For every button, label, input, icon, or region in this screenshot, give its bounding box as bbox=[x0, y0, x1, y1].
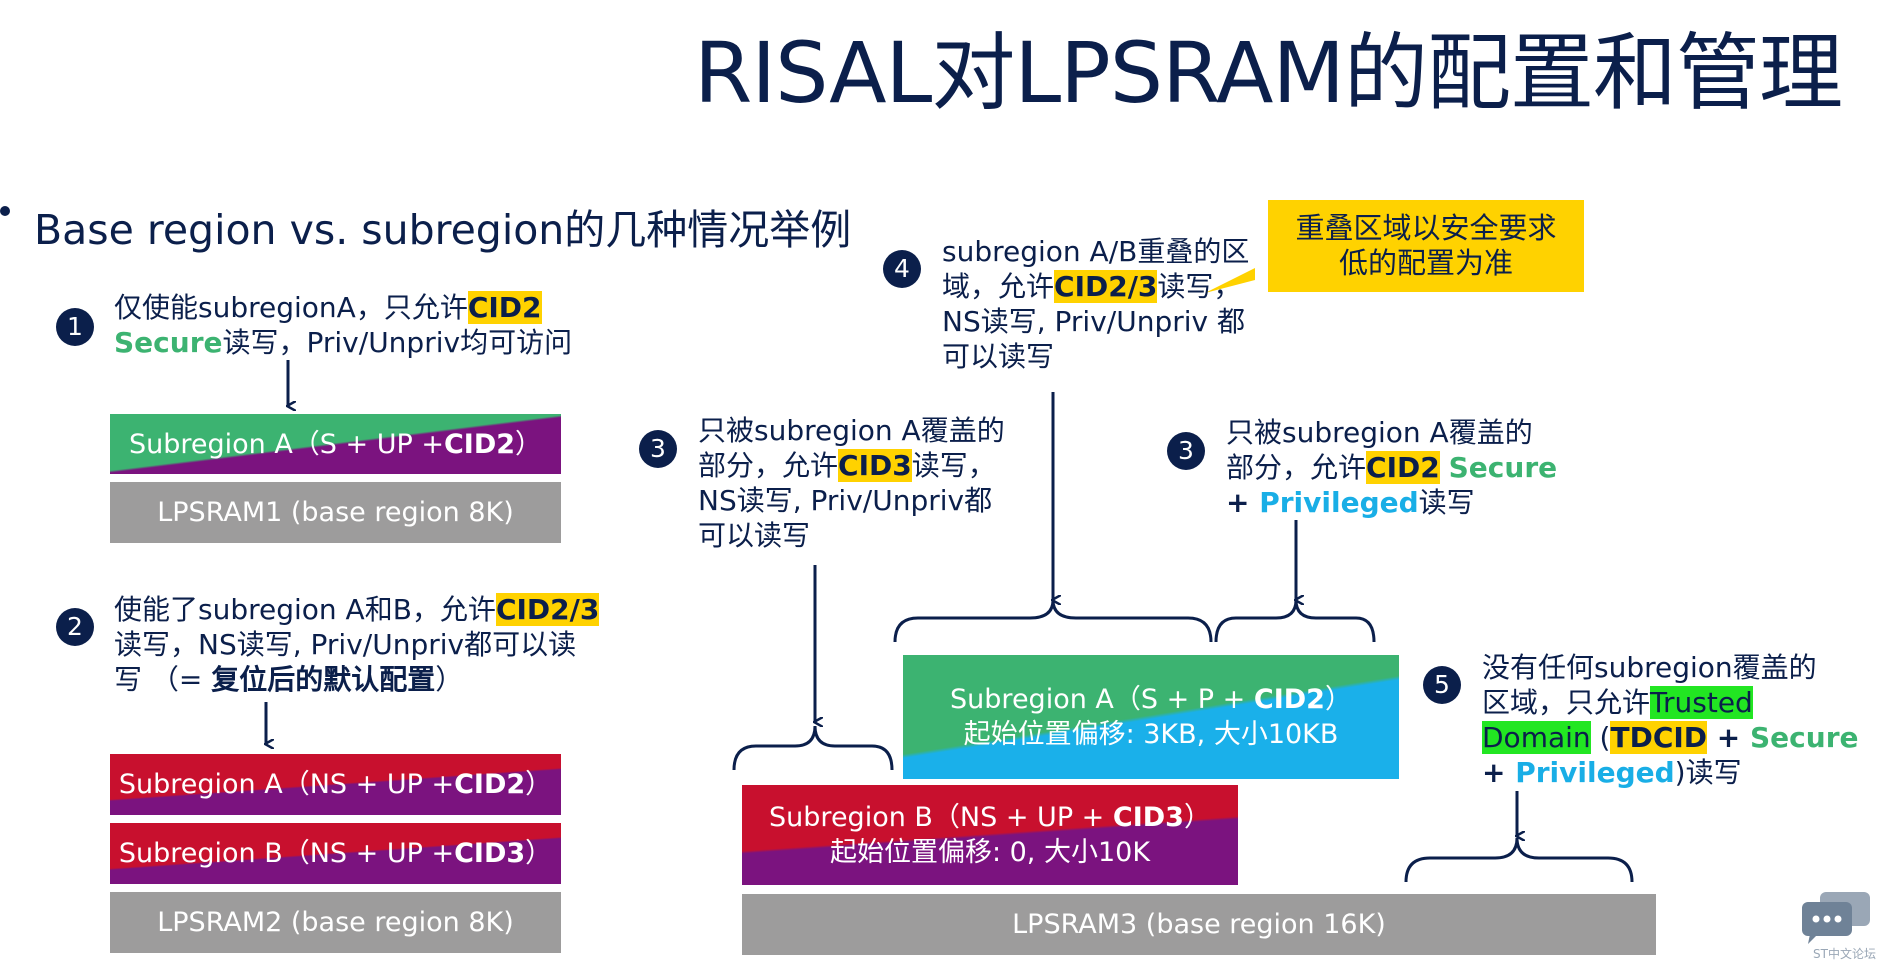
case5-secure: Secure bbox=[1750, 721, 1859, 754]
step-number-3-right: 3 bbox=[1167, 432, 1205, 470]
case3-left-text-4: NS读写, Priv/Unpriv都 bbox=[698, 484, 993, 517]
lpsram3-base-region: LPSRAM3 (base region 16K) bbox=[742, 894, 1656, 955]
lpsram2-subregion-a-cid: CID2 bbox=[454, 769, 526, 800]
bullet-dot bbox=[0, 206, 10, 216]
watermark-text: ST中文论坛 bbox=[1813, 947, 1876, 961]
lpsram1-subregion-a: Subregion A（S + UP + CID2） bbox=[110, 414, 561, 474]
brace-uncovered bbox=[1404, 837, 1634, 883]
case4-text-1: subregion A/B重叠的区 bbox=[942, 235, 1250, 268]
case5-plus-2: + bbox=[1482, 756, 1516, 789]
lpsram2-subregion-a-label: Subregion A（NS + UP + bbox=[118, 769, 455, 800]
case2-text: 使能了subregion A和B，允许 bbox=[114, 593, 496, 626]
brace-overlap bbox=[893, 599, 1213, 643]
case3-right-privileged: Privileged bbox=[1259, 486, 1419, 519]
case3-right-secure: Secure bbox=[1448, 451, 1558, 484]
case5-text-3: )读写 bbox=[1674, 756, 1742, 789]
brace-sub-b-only bbox=[732, 725, 894, 771]
lpsram3-subregion-a: Subregion A（S + P + CID2） 起始位置偏移: 3KB, 大… bbox=[903, 655, 1399, 779]
case5-text-2: 区域，只允许 bbox=[1482, 686, 1651, 719]
lpsram3-subregion-b-offset: 起始位置偏移: 0, 大小10K bbox=[829, 837, 1151, 868]
case5-text-1: 没有任何subregion覆盖的 bbox=[1482, 651, 1817, 684]
step-number-5: 5 bbox=[1423, 666, 1461, 704]
lpsram2-subregion-a: Subregion A（NS + UP + CID2） bbox=[110, 754, 561, 815]
step-number-1: 1 bbox=[56, 308, 94, 346]
case4-cid-highlight: CID2/3 bbox=[1054, 270, 1158, 303]
brace-sub-a-only bbox=[1214, 599, 1376, 643]
case3-right-cid-highlight: CID2 bbox=[1366, 451, 1440, 484]
callout-overlap-rule: 重叠区域以安全要求 低的配置为准 bbox=[1268, 200, 1584, 292]
lpsram1-subregion-a-end: ） bbox=[515, 428, 543, 460]
callout-text-1: 重叠区域以安全要求 bbox=[1295, 211, 1557, 245]
case3-left-text-3: 读写， bbox=[911, 449, 996, 482]
section-subtitle: Base region vs. subregion的几种情况举例 bbox=[34, 206, 852, 254]
lpsram2-subregion-b: Subregion B（NS + UP + CID3） bbox=[110, 823, 561, 884]
case5-privileged: Privileged bbox=[1515, 756, 1675, 789]
case3-left-text-5: 可以读写 bbox=[698, 519, 811, 552]
lpsram2-subregion-b-label: Subregion B（NS + UP + bbox=[118, 838, 455, 869]
lpsram3-subregion-a-cid: CID2 bbox=[1253, 684, 1325, 715]
chat-bubble-icon bbox=[1802, 892, 1870, 944]
case1-text: 仅使能subregionA，只允许 bbox=[114, 291, 468, 324]
case4-description: subregion A/B重叠的区 域，允许CID2/3读写， NS读写, Pr… bbox=[942, 234, 1262, 374]
case3-right-text-2: 部分，允许 bbox=[1226, 451, 1367, 484]
case3-right-plus: + bbox=[1226, 486, 1260, 519]
lpsram3-subregion-a-label: Subregion A（S + P + bbox=[950, 684, 1254, 715]
case3-left-cid-highlight: CID3 bbox=[838, 449, 912, 482]
case5-trusted-highlight: Trusted bbox=[1650, 686, 1753, 719]
case3-left-text-1: 只被subregion A覆盖的 bbox=[698, 414, 1005, 447]
lpsram3-subregion-b-end: ） bbox=[1183, 802, 1211, 833]
lpsram3-subregion-b-label: Subregion B（NS + UP + bbox=[769, 802, 1113, 833]
case3-left-text-2: 部分，允许 bbox=[698, 449, 839, 482]
lpsram3-subregion-a-offset: 起始位置偏移: 3KB, 大小10KB bbox=[963, 719, 1339, 750]
step-number-3-left: 3 bbox=[639, 430, 677, 468]
case2-default-config: 复位后的默认配置 bbox=[211, 663, 436, 696]
case2-cid-highlight: CID2/3 bbox=[495, 593, 600, 626]
case5-paren-open: ( bbox=[1590, 721, 1611, 754]
lpsram2-base-region: LPSRAM2 (base region 8K) bbox=[110, 892, 561, 953]
case1-cid-highlight: CID2 bbox=[467, 291, 542, 324]
lpsram3-subregion-b: Subregion B（NS + UP + CID3） 起始位置偏移: 0, 大… bbox=[742, 785, 1238, 885]
case3-right-text-3: 读写 bbox=[1418, 486, 1475, 519]
lpsram2-subregion-b-end: ） bbox=[525, 838, 553, 869]
case1-description: 仅使能subregionA，只允许CID2 Secure读写，Priv/Unpr… bbox=[114, 290, 584, 360]
case3-right-text-1: 只被subregion A覆盖的 bbox=[1226, 416, 1533, 449]
case2-text-2: 读写，NS读写, Priv/Unpriv都可以读 bbox=[114, 628, 577, 661]
case5-description: 没有任何subregion覆盖的 区域，只允许Trusted Domain (T… bbox=[1482, 650, 1862, 790]
case1-text-2: 读写，Priv/Unpriv均可访问 bbox=[222, 326, 573, 359]
step-number-2: 2 bbox=[56, 608, 94, 646]
lpsram1-subregion-a-cid: CID2 bbox=[443, 428, 516, 460]
page-title: RISAL对LPSRAM的配置和管理 bbox=[694, 24, 1843, 122]
case2-text-3: 写 （= bbox=[114, 663, 212, 696]
case2-text-4: ） bbox=[435, 663, 464, 696]
lpsram2-subregion-a-end: ） bbox=[525, 769, 553, 800]
lpsram1-base-region: LPSRAM1 (base region 8K) bbox=[110, 482, 561, 543]
case4-text-3: 读写， bbox=[1157, 270, 1242, 303]
case1-secure: Secure bbox=[114, 326, 223, 359]
lpsram1-subregion-a-label: Subregion A（S + UP + bbox=[128, 428, 444, 460]
case5-plus-1: + bbox=[1707, 721, 1751, 754]
lpsram3-subregion-b-cid: CID3 bbox=[1112, 802, 1184, 833]
case4-text-2: 域，允许 bbox=[942, 270, 1055, 303]
step-number-4: 4 bbox=[883, 250, 921, 288]
case2-description: 使能了subregion A和B，允许CID2/3 读写，NS读写, Priv/… bbox=[114, 592, 614, 697]
case5-domain-highlight: Domain bbox=[1482, 721, 1591, 754]
case4-text-4: NS读写, Priv/Unpriv 都 bbox=[942, 305, 1245, 338]
callout-text-2: 低的配置为准 bbox=[1338, 246, 1513, 280]
lpsram3-subregion-a-end: ） bbox=[1324, 684, 1352, 715]
case3-right-description: 只被subregion A覆盖的 部分，允许CID2 Secure + Priv… bbox=[1226, 415, 1576, 520]
case3-left-description: 只被subregion A覆盖的 部分，允许CID3读写， NS读写, Priv… bbox=[698, 413, 1028, 553]
callout-pointer bbox=[1205, 268, 1255, 293]
case4-text-5: 可以读写 bbox=[942, 340, 1055, 373]
case5-tdcid-highlight: TDCID bbox=[1610, 721, 1708, 754]
lpsram2-subregion-b-cid: CID3 bbox=[454, 838, 526, 869]
